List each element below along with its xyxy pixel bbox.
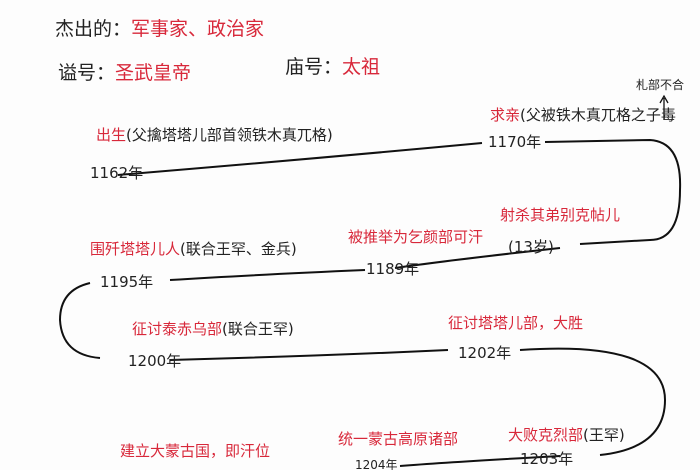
- event-title-row: 求亲(父被铁木真兀格之子毒: [490, 104, 676, 125]
- event-note: (王罕): [583, 426, 625, 444]
- event-year: 1204年: [355, 458, 398, 470]
- event-note: (父被铁木真兀格之子毒: [520, 106, 676, 124]
- event-year: (13岁): [508, 238, 554, 256]
- achievement-row: 杰出的：军事家、政治家: [55, 14, 264, 41]
- event-year: 1162年: [90, 164, 144, 182]
- posthumous-name-label: 谥号：: [58, 62, 116, 84]
- event-title-row: 出生(父擒塔塔儿部首领铁木真兀格): [96, 124, 333, 145]
- event-note: (父擒塔塔儿部首领铁木真兀格): [126, 126, 333, 144]
- event-title-row: 征讨泰赤乌部(联合王罕): [132, 318, 294, 339]
- temple-name-value: 太祖: [342, 56, 381, 78]
- achievement-label: 杰出的：: [55, 18, 132, 40]
- event-note: (联合王罕): [222, 320, 294, 338]
- posthumous-name-value: 圣武皇帝: [115, 62, 192, 84]
- event-title: 被推举为乞颜部可汗: [348, 228, 484, 246]
- event-year: 1200年: [128, 352, 182, 370]
- event-title: 出生: [96, 126, 127, 144]
- event-title: 求亲: [490, 106, 521, 124]
- annotation: 札部不合: [636, 78, 685, 92]
- posthumous-name-row: 谥号：圣武皇帝: [58, 58, 191, 85]
- event-year: 1189年: [366, 260, 420, 278]
- event-note: (联合王罕、金兵): [180, 240, 297, 258]
- event-title: 围歼塔塔儿人: [90, 240, 181, 258]
- event-year: 1202年: [458, 344, 512, 362]
- event-title: 大败克烈部: [508, 426, 584, 444]
- event-title: 射杀其弟别克帖儿: [500, 206, 621, 224]
- event-year: 1203年: [520, 450, 574, 468]
- event-title: 征讨塔塔儿部，大胜: [448, 314, 584, 332]
- event-title: 统一蒙古高原诸部: [338, 430, 459, 448]
- event-title: 建立大蒙古国，即汗位: [120, 442, 271, 460]
- achievement-value: 军事家、政治家: [131, 18, 265, 40]
- event-year: 1195年: [100, 273, 154, 291]
- event-title-row: 围歼塔塔儿人(联合王罕、金兵): [90, 238, 297, 259]
- temple-name-label: 庙号：: [285, 56, 343, 78]
- event-title: 征讨泰赤乌部: [132, 320, 223, 338]
- temple-name-row: 庙号：太祖: [285, 52, 380, 79]
- event-title-row: 大败克烈部(王罕): [508, 424, 625, 445]
- event-year: 1170年: [488, 133, 542, 151]
